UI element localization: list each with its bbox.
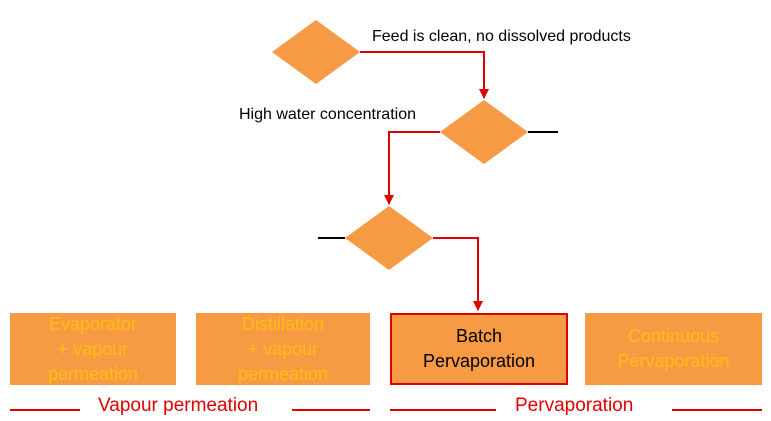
outcome-box-continuous-pervaporation: Continuous Pervaporation	[585, 313, 762, 385]
outcome-box-batch-pervaporation: Batch Pervaporation	[390, 313, 568, 385]
decision-label-feed-clean: Feed is clean, no dissolved products	[372, 28, 631, 45]
group-label-pervaporation: Pervaporation	[515, 395, 634, 416]
box-line: Continuous	[627, 326, 720, 346]
outcome-box-distillation: Distillation + vapour permeation	[196, 313, 370, 385]
box-line: Distillation	[241, 313, 325, 334]
box-line: + vapour	[57, 338, 129, 359]
decision-label-water-concentration: High water concentration	[239, 106, 416, 123]
box-line: permeation	[237, 363, 329, 384]
decision-diamond-third	[345, 206, 433, 270]
box-line: Evaporator	[48, 313, 138, 334]
arrow-third-to-batch	[433, 237, 483, 311]
decision-diamond-water-concentration	[440, 100, 528, 164]
arrow-water-to-third	[384, 131, 440, 205]
box-line: Batch	[455, 326, 502, 346]
outcome-box-evaporator: Evaporator + vapour permeation	[10, 313, 176, 385]
group-label-vapour-permeation: Vapour permeation	[98, 395, 259, 416]
decision-diamond-feed-clean	[272, 20, 360, 84]
box-line: permeation	[47, 363, 139, 384]
box-line: + vapour	[247, 338, 319, 359]
arrow-feed-to-water	[360, 51, 489, 99]
box-line: Pervaporation	[422, 351, 536, 371]
box-line: Pervaporation	[617, 351, 730, 371]
